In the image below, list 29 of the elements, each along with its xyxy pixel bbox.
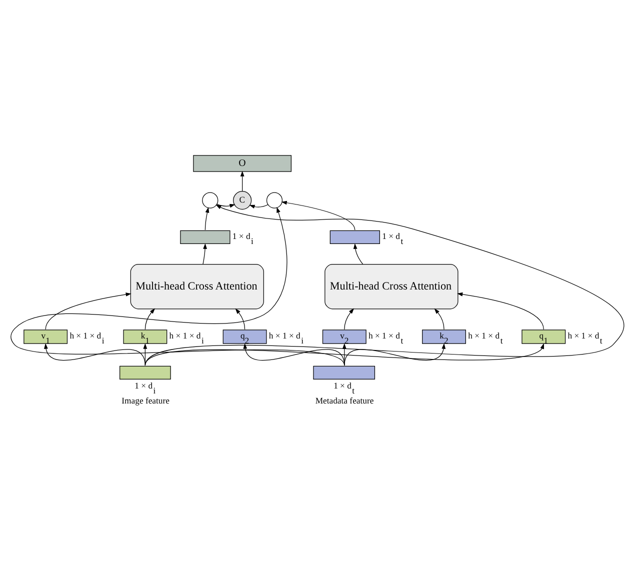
- arrow: [45, 292, 132, 330]
- node-circle: [202, 192, 218, 208]
- arrow: [144, 342, 544, 366]
- arrow: [216, 203, 236, 208]
- arrow: [202, 242, 207, 264]
- node-box: Multi-head Cross Attention: [324, 264, 458, 309]
- arrow: [281, 200, 356, 230]
- node-circle: [266, 192, 283, 208]
- node-label: Image feature: [122, 394, 170, 405]
- arrow: [249, 204, 268, 208]
- node-circle: C: [233, 190, 252, 210]
- arrow: [44, 342, 146, 366]
- arrow: [344, 308, 354, 330]
- arrow: [344, 342, 446, 366]
- arrow: [240, 170, 244, 192]
- arrow: [10, 206, 345, 366]
- arrow: [457, 292, 544, 330]
- node-box: Multi-head Cross Attention: [130, 264, 264, 309]
- arrow: [143, 342, 148, 366]
- node-label: Metadata feature: [315, 394, 374, 405]
- node-box: O: [193, 154, 292, 172]
- arrow: [144, 204, 624, 366]
- arrow: [353, 242, 364, 264]
- arrow: [243, 342, 345, 366]
- arrow: [235, 308, 246, 330]
- arrow: [342, 342, 346, 366]
- arrow: [204, 206, 210, 230]
- arrow: [144, 308, 156, 330]
- arrow: [434, 308, 444, 330]
